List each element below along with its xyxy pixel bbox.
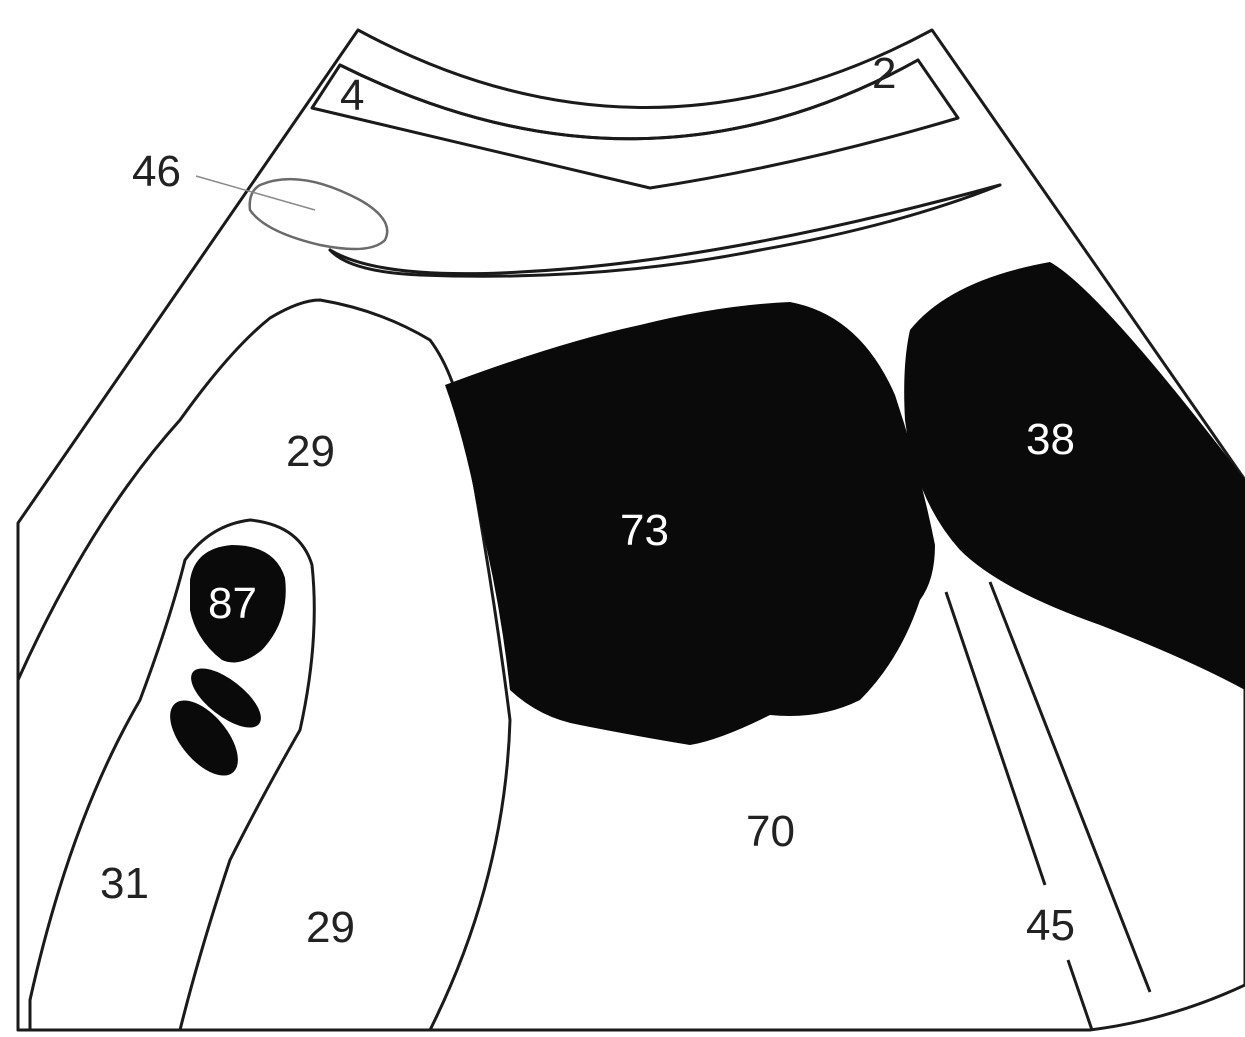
label-38: 38	[1026, 415, 1075, 464]
label-70: 70	[746, 807, 795, 856]
structure-38-black	[904, 262, 1245, 690]
structure-45-line-left-lower	[1068, 960, 1092, 1030]
label-4: 4	[340, 71, 364, 120]
subcutaneous-layer-boundary	[330, 185, 1000, 274]
label-46: 46	[132, 147, 181, 196]
structure-29-gray	[18, 300, 510, 1030]
label-87: 87	[208, 579, 257, 628]
layer-4-band	[312, 60, 958, 188]
structure-45-line-left	[946, 592, 1045, 885]
label-73: 73	[620, 506, 669, 555]
label-29-bottom: 29	[306, 903, 355, 952]
label-45: 45	[1026, 901, 1075, 950]
label-31: 31	[100, 859, 149, 908]
label-29-top: 29	[286, 427, 335, 476]
subcutaneous-layer-boundary-lower	[330, 185, 1000, 276]
structure-46-outline	[250, 179, 388, 249]
label-2: 2	[872, 49, 896, 98]
structure-73-black	[445, 302, 935, 745]
